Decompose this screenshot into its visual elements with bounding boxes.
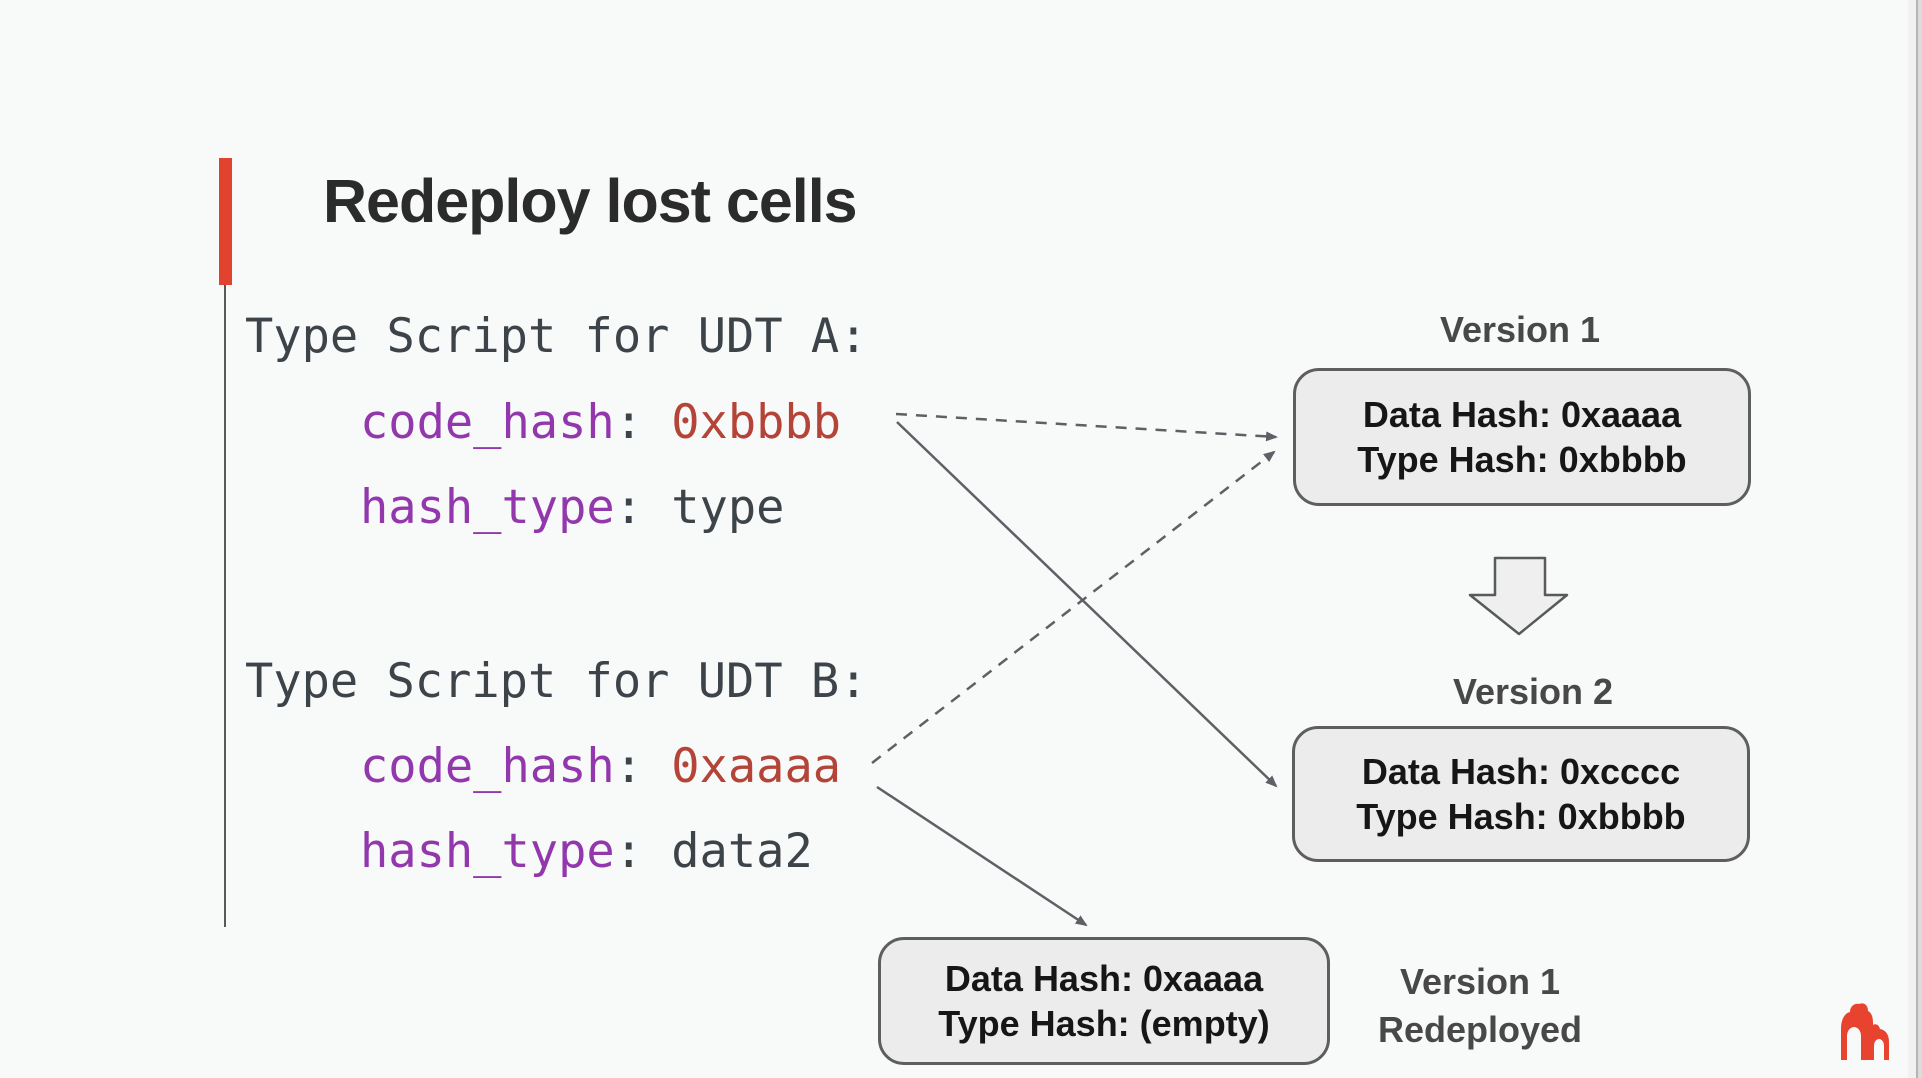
version2-type-hash: Type Hash: 0xbbbb [1356,796,1686,837]
code-value: 0xaaaa [671,739,842,794]
code-line-a-code-hash: code_hash: 0xbbbb [360,394,841,452]
right-edge-line [1916,0,1918,1078]
code-line-b-code-hash: code_hash: 0xaaaa [360,738,841,796]
code-separator: : [614,480,672,535]
version2-box: Data Hash: 0xcccc Type Hash: 0xbbbb [1292,726,1750,862]
arrow-udtb-to-version1 [871,450,1276,764]
code-key: code_hash [360,739,615,794]
version1-box: Data Hash: 0xaaaa Type Hash: 0xbbbb [1293,368,1751,506]
code-line-b-hash-type: hash_type: data2 [360,823,813,881]
code-header-text: Type Script for UDT B: [245,654,868,709]
code-separator: : [614,824,672,879]
redeployed-box: Data Hash: 0xaaaa Type Hash: (empty) [878,937,1330,1065]
block-down-arrow-icon [1468,556,1569,636]
redeployed-label-line2: Redeployed [1377,1009,1583,1050]
right-edge-track [1918,0,1922,1078]
page-title: Redeploy lost cells [323,167,858,235]
code-value: data2 [671,824,813,879]
code-line-a-hash-type: hash_type: type [360,479,784,537]
gorilla-logo-icon [1841,1003,1889,1060]
code-header-udt-b: Type Script for UDT B: [245,653,868,711]
version1-data-hash: Data Hash: 0xaaaa [1362,394,1682,435]
redeployed-type-hash: Type Hash: (empty) [938,1003,1270,1044]
right-edge-gutter [1908,0,1916,1078]
version1-label: Version 1 [1439,309,1601,350]
code-separator: : [614,739,672,794]
arrow-udta-to-version1 [895,412,1278,442]
title-accent-bar [219,158,232,285]
code-header-text: Type Script for UDT A: [245,309,868,364]
code-key: hash_type [360,480,615,535]
arrow-udta-to-version2 [896,421,1278,788]
code-header-udt-a: Type Script for UDT A: [245,308,868,366]
code-separator: : [614,395,672,450]
redeployed-data-hash: Data Hash: 0xaaaa [944,958,1264,999]
redeployed-label: Version 1 Redeployed [1330,958,1630,1054]
code-key: code_hash [360,395,615,450]
code-value: type [671,480,785,535]
code-key: hash_type [360,824,615,879]
version1-type-hash: Type Hash: 0xbbbb [1357,439,1687,480]
redeployed-label-line1: Version 1 [1399,961,1561,1002]
version2-label: Version 2 [1452,671,1614,712]
left-vertical-rule [224,285,226,927]
arrow-udtb-to-redeployed [876,785,1088,927]
version2-data-hash: Data Hash: 0xcccc [1361,751,1681,792]
code-value: 0xbbbb [671,395,842,450]
